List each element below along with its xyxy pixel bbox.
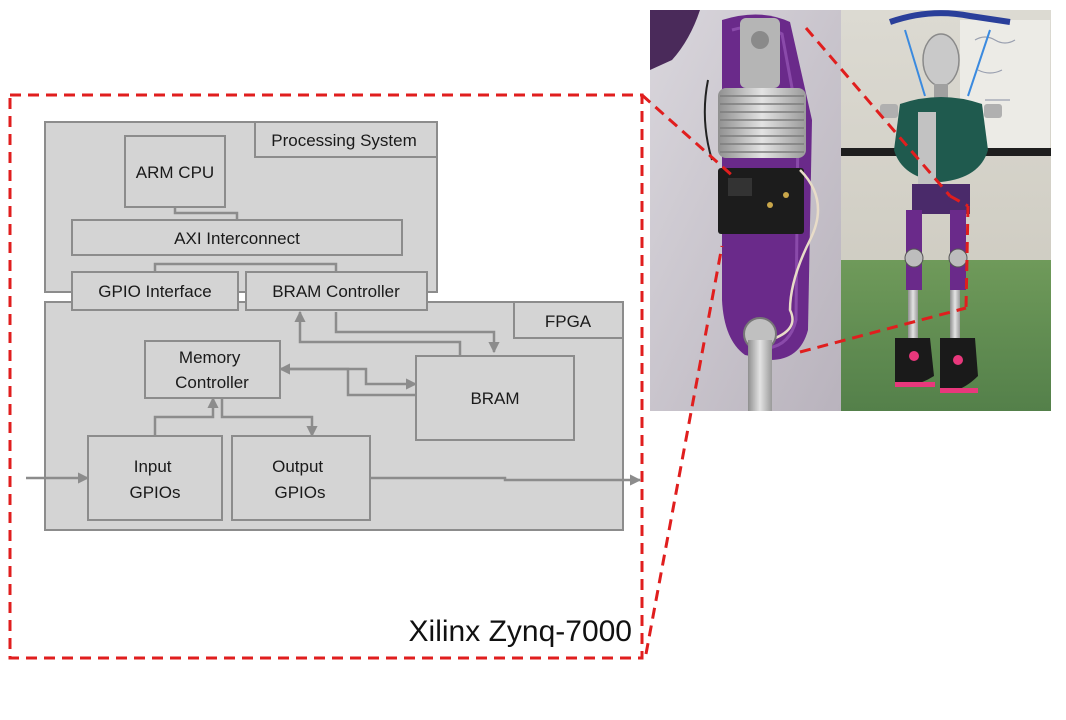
callout-line-bottom bbox=[644, 245, 724, 655]
bram-ctrl-to-bram-wire-a bbox=[294, 310, 462, 356]
arm-cpu-label: ARM CPU bbox=[136, 163, 214, 182]
processing-system-label: Processing System bbox=[271, 131, 417, 150]
chip-name-label: Xilinx Zynq-7000 bbox=[409, 615, 632, 648]
humanoid-robot-photo bbox=[841, 10, 1051, 411]
bram-controller-block: BRAM Controller bbox=[245, 271, 428, 311]
memory-controller-block: Memory Controller bbox=[144, 340, 281, 399]
output-gpios-label: Output GPIOs bbox=[272, 457, 328, 502]
knee-joint bbox=[743, 317, 777, 411]
robot-leg-photo bbox=[650, 10, 841, 411]
memctrl-to-output-wire bbox=[220, 398, 318, 438]
support-harness bbox=[889, 10, 1011, 97]
electronics-board bbox=[703, 79, 820, 342]
input-gpios-label-line2: GPIOs bbox=[129, 483, 180, 502]
external-output-wire bbox=[370, 474, 642, 486]
wires bbox=[26, 207, 642, 486]
axi-interconnect-block: AXI Interconnect bbox=[71, 219, 403, 256]
input-gpios-block: Input GPIOs bbox=[87, 435, 223, 521]
actuator-motor bbox=[718, 18, 806, 158]
output-gpios-label-line2: GPIOs bbox=[274, 483, 325, 502]
fpga-label: FPGA bbox=[545, 312, 592, 331]
processing-system-block: Processing System bbox=[44, 121, 438, 293]
arm-cpu-block: ARM CPU bbox=[124, 135, 226, 208]
fpga-label-box bbox=[513, 301, 624, 339]
robot-shoes bbox=[895, 338, 978, 393]
memory-controller-label-line2: Controller bbox=[175, 373, 249, 392]
axi-interconnect-label: AXI Interconnect bbox=[174, 229, 300, 248]
bram-ctrl-to-bram-wire-b bbox=[334, 312, 500, 354]
memory-controller-label: Memory Controller bbox=[175, 348, 249, 392]
output-gpios-block: Output GPIOs bbox=[231, 435, 371, 521]
bram-label: BRAM bbox=[470, 389, 519, 408]
bram-block: BRAM bbox=[415, 355, 575, 441]
input-gpios-label-line1: Input bbox=[134, 457, 172, 476]
robot-legs bbox=[904, 210, 968, 338]
input-gpios-label: Input GPIOs bbox=[129, 457, 180, 502]
gpio-interface-label: GPIO Interface bbox=[98, 282, 211, 301]
photo-callout-lines bbox=[799, 27, 970, 354]
output-gpios-label-line1: Output bbox=[272, 457, 323, 476]
cpu-axi-wire bbox=[173, 207, 239, 220]
memctrl-bram-wire-b bbox=[280, 367, 416, 397]
input-to-memctrl-wire bbox=[153, 396, 219, 436]
zynq-callout-box bbox=[8, 93, 736, 660]
axi-bus-wire bbox=[153, 262, 338, 272]
processing-system-label-box bbox=[254, 121, 438, 158]
bram-controller-label: BRAM Controller bbox=[272, 282, 400, 301]
gpio-interface-block: GPIO Interface bbox=[71, 271, 239, 311]
memory-controller-label-line1: Memory bbox=[179, 348, 241, 367]
callout-line-top bbox=[641, 93, 736, 180]
